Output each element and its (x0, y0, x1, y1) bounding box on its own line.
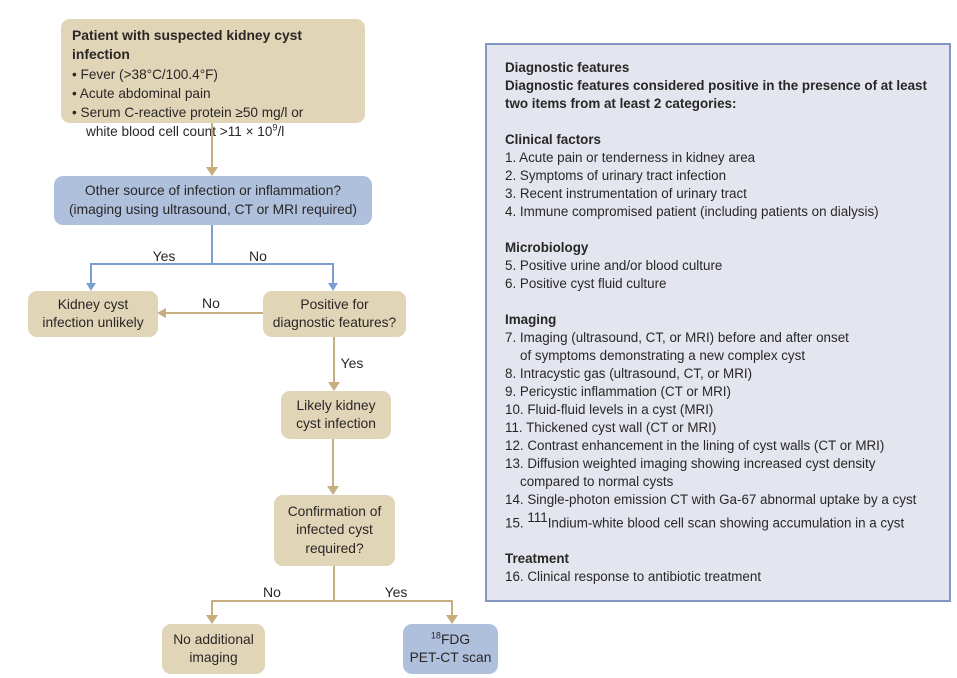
diagnostic-features-panel: Diagnostic features Diagnostic features … (485, 43, 951, 602)
branch-label-yes: Yes (384, 584, 408, 600)
panel-title: Diagnostic features (505, 60, 630, 75)
connector-line (333, 566, 335, 602)
list-item: 14. Single-photon emission CT with Ga-67… (505, 492, 917, 507)
box-line: Likely kidney (296, 397, 376, 413)
box-line: No additional (173, 631, 254, 647)
list-item: 5. Positive urine and/or blood culture (505, 258, 723, 273)
start-bullet-fever: • Fever (>38°C/100.4°F) (72, 67, 218, 82)
list-item: 15. 111Indium-white blood cell scan show… (505, 510, 905, 531)
superscript: 111 (527, 510, 548, 525)
arrowhead-down-icon (446, 615, 458, 624)
panel-section: Treatment 16. Clinical response to antibi… (505, 550, 943, 586)
superscript: 18 (430, 629, 441, 640)
list-item: 6. Positive cyst fluid culture (505, 276, 667, 291)
arrowhead-down-icon (206, 167, 218, 176)
section-heading: Treatment (505, 551, 569, 567)
arrowhead-down-icon (328, 283, 338, 291)
connector-line (211, 600, 453, 602)
list-item-wrapped-line: compared to normal cysts (520, 474, 674, 489)
list-item: 4. Immune compromised patient (including… (505, 204, 879, 219)
decision-other-source-box: Other source of infection or inflammatio… (54, 176, 372, 225)
list-item: 13. Diffusion weighted imaging showing i… (505, 455, 943, 491)
panel-section: Microbiology 5. Positive urine and/or blo… (505, 239, 943, 293)
arrowhead-down-icon (206, 615, 218, 624)
no-additional-imaging-box: No additional imaging (162, 624, 265, 674)
section-heading: Imaging (505, 312, 557, 327)
branch-label-yes: Yes (340, 355, 364, 371)
start-box: Patient with suspected kidney cyst infec… (61, 19, 365, 139)
branch-label-no: No (263, 584, 281, 600)
box-line: infection unlikely (42, 315, 144, 330)
branch-label-no: No (202, 295, 220, 311)
connector-line (211, 600, 213, 616)
fdg-petct-box: 18FDG PET-CT scan (403, 624, 498, 674)
decision-line: Other source of infection or inflammatio… (84, 183, 342, 198)
branch-label-yes: Yes (152, 248, 176, 264)
box-line: Positive for (300, 296, 369, 312)
list-item: 8. Intracystic gas (ultrasound, CT, or M… (505, 366, 753, 381)
start-bullet-wbc: white blood cell count >11 × 109/l (86, 122, 285, 139)
connector-line (211, 225, 213, 265)
positive-features-box: Positive for diagnostic features? (263, 291, 406, 337)
box-line: PET-CT scan (409, 650, 492, 665)
start-bullet-crp: • Serum C-reactive protein ≥50 mg/l or (72, 105, 304, 120)
list-item-wrapped-line: of symptoms demonstrating a new complex … (520, 348, 806, 363)
connector-line (332, 439, 334, 487)
list-item: 11. Thickened cyst wall (CT or MRI) (505, 420, 717, 435)
infection-unlikely-box: Kidney cyst infection unlikely (28, 291, 158, 337)
box-line: imaging (189, 650, 238, 665)
confirmation-required-box: Confirmation of infected cyst required? (274, 495, 395, 566)
start-box-title: Patient with suspected kidney cyst infec… (72, 27, 303, 62)
connector-line (332, 263, 334, 284)
panel-sections: Clinical factors 1. Acute pain or tendern… (505, 131, 943, 586)
box-line: diagnostic features? (272, 315, 397, 330)
list-item: 3. Recent instrumentation of urinary tra… (505, 186, 747, 201)
section-heading: Microbiology (505, 240, 589, 255)
connector-line (90, 263, 92, 284)
list-item: 10. Fluid-fluid levels in a cyst (MRI) (505, 402, 714, 417)
list-item: 7. Imaging (ultrasound, CT, or MRI) befo… (505, 329, 943, 365)
superscript: 9 (272, 122, 278, 133)
panel-intro-line: Diagnostic features considered positive … (505, 78, 927, 93)
connector-line (451, 600, 453, 616)
arrowhead-down-icon (86, 283, 96, 291)
panel-section: Clinical factors 1. Acute pain or tendern… (505, 131, 943, 221)
box-line: 18FDG (430, 629, 471, 647)
connector-line (165, 312, 263, 314)
arrowhead-down-icon (327, 486, 339, 495)
panel-intro-line: two items from at least 2 categories: (505, 96, 737, 111)
arrowhead-down-icon (328, 382, 340, 391)
list-item: 16. Clinical response to antibiotic trea… (505, 569, 762, 585)
box-line: Kidney cyst (57, 296, 129, 312)
likely-infection-box: Likely kidney cyst infection (281, 391, 391, 439)
decision-line: (imaging using ultrasound, CT or MRI req… (68, 201, 358, 217)
box-line: Confirmation of (287, 503, 382, 519)
connector-line (90, 263, 334, 265)
connector-line (333, 337, 335, 383)
box-line: required? (305, 540, 364, 556)
start-bullet-pain: • Acute abdominal pain (72, 86, 211, 101)
list-item: 1. Acute pain or tenderness in kidney ar… (505, 150, 756, 165)
list-item: 9. Pericystic inflammation (CT or MRI) (505, 384, 731, 399)
panel-section: Imaging 7. Imaging (ultrasound, CT, or MR… (505, 311, 943, 532)
box-line: cyst infection (296, 416, 376, 431)
box-line: infected cyst (296, 522, 373, 538)
connector-line (211, 123, 213, 168)
arrowhead-left-icon (157, 308, 166, 318)
branch-label-no: No (249, 248, 267, 264)
list-item: 12. Contrast enhancement in the lining o… (505, 438, 885, 453)
section-heading: Clinical factors (505, 132, 601, 147)
list-item: 2. Symptoms of urinary tract infection (505, 168, 727, 183)
